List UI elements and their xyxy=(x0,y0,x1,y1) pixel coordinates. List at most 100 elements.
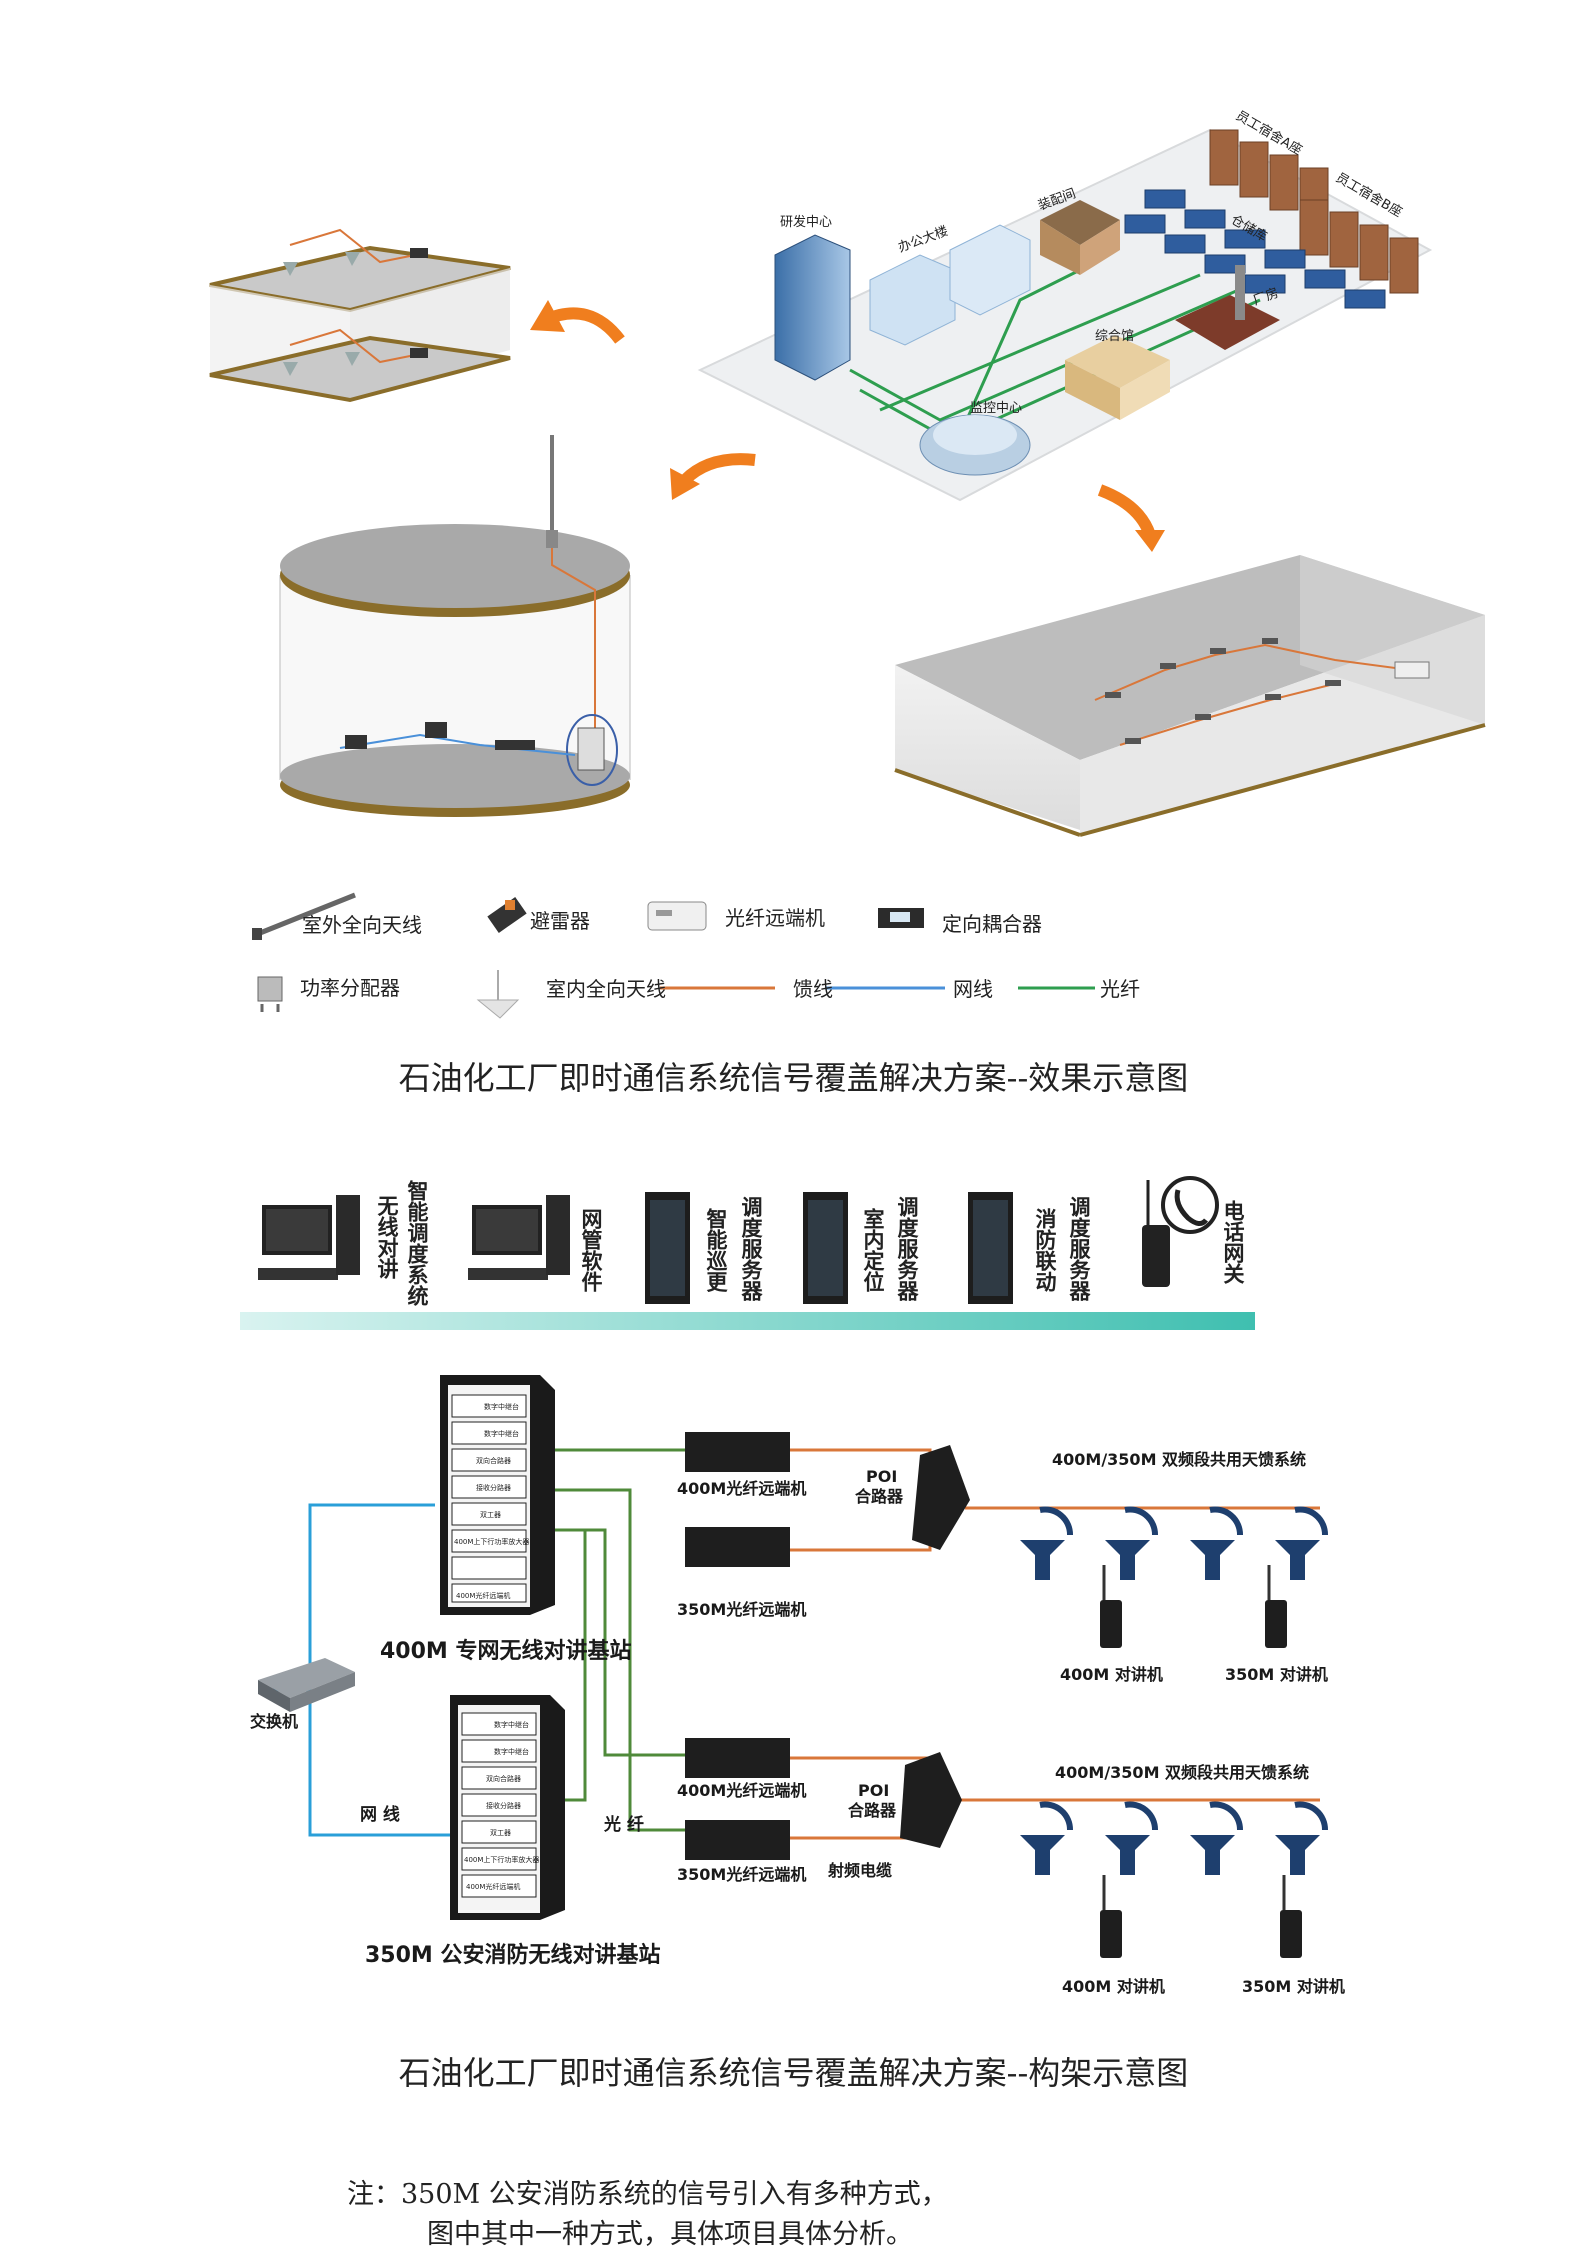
remote-400-label-a: 400M光纤远端机 xyxy=(677,1479,806,1498)
legend-lightning-arrester: 避雷器 xyxy=(530,909,590,933)
net-line-label: 网 线 xyxy=(360,1804,400,1825)
legend-indoor-antenna: 室内全向天线 xyxy=(546,977,666,1001)
effect-caption: 石油化工厂即时通信系统信号覆盖解决方案--效果示意图 xyxy=(398,1059,1189,1097)
tank-cylinder xyxy=(279,435,631,817)
fiber-line-label: 光 纤 xyxy=(603,1814,644,1835)
legend-fiber-remote: 光纤远端机 xyxy=(725,906,825,930)
lightning-arrester-icon xyxy=(487,897,527,933)
architecture-diagram: 400M 专网无线对讲基站 350M 公安消防无线对讲基站 交换机 网 线 光 … xyxy=(240,1176,1345,1996)
label-rd-center: 研发中心 xyxy=(780,214,832,230)
rack-label: 400M光纤远端机 xyxy=(466,1882,520,1891)
rack-label: 接收分路器 xyxy=(486,1801,521,1810)
arrow-to-warehouse xyxy=(1097,484,1156,538)
base-station-350-cabinet xyxy=(450,1695,565,1920)
radio-icon xyxy=(1100,1875,1122,1958)
computer-icon xyxy=(258,1195,360,1280)
radio-400-label-a: 400M 对讲机 xyxy=(1060,1665,1163,1684)
note-line-2: 图中其中一种方式，具体项目具体分析。 xyxy=(427,2219,913,2250)
vlabel-dispatch-server-3: 调度服务器 xyxy=(1067,1196,1091,1301)
rack-label: 双工器 xyxy=(490,1829,511,1837)
vlabel-dispatch-server-1: 调度服务器 xyxy=(739,1196,763,1301)
legend-network-cable: 网线 xyxy=(953,977,993,1001)
antenna-icon xyxy=(1275,1506,1329,1580)
dual-band-label-b: 400M/350M 双频段共用天馈系统 xyxy=(1055,1763,1309,1782)
radio-400-label-b: 400M 对讲机 xyxy=(1062,1977,1165,1996)
server-icon xyxy=(645,1192,690,1304)
rack-label: 400M上下行功率放大器 xyxy=(464,1855,539,1864)
top-systems xyxy=(258,1176,1219,1304)
fiber-remote-icon xyxy=(647,901,707,931)
rack-label: 数字中继台 xyxy=(494,1720,529,1729)
radio-350-label-a: 350M 对讲机 xyxy=(1225,1665,1328,1684)
rack-label: 双向合路器 xyxy=(486,1774,521,1783)
antenna-icon xyxy=(1190,1506,1244,1580)
directional-coupler-icon xyxy=(878,908,924,928)
handheld-radios xyxy=(1100,1565,1302,1958)
arch-caption: 石油化工厂即时通信系统信号覆盖解决方案--构架示意图 xyxy=(398,2054,1189,2092)
remote-400-label-b: 400M光纤远端机 xyxy=(677,1781,806,1800)
rack-label: 数字中继台 xyxy=(494,1747,529,1756)
remote-350-label-a: 350M光纤远端机 xyxy=(677,1600,806,1619)
vlabel-wireless-intercom: 无线对讲 xyxy=(375,1195,399,1279)
label-complex-hall: 综合馆 xyxy=(1095,329,1134,344)
switch-icon xyxy=(258,1658,355,1712)
rack-label: 双向合路器 xyxy=(476,1456,511,1465)
rack-label: 接收分路器 xyxy=(476,1483,511,1492)
legend-feeder: 馈线 xyxy=(793,977,833,1001)
rack-label: 400M上下行功率放大器 xyxy=(454,1537,529,1546)
warehouse-box xyxy=(894,555,1486,837)
computer-icon xyxy=(468,1195,570,1280)
base-station-400-cabinet xyxy=(440,1375,555,1615)
legend-power-splitter: 功率分配器 xyxy=(300,976,400,1000)
legend-fiber: 光纤 xyxy=(1100,977,1140,1001)
poi-combiners xyxy=(900,1445,970,1848)
antenna-icon xyxy=(1275,1801,1329,1875)
note-line-1: 注：350M 公安消防系统的信号引入有多种方式， xyxy=(347,2179,948,2210)
rf-cable-label: 射频电缆 xyxy=(827,1861,892,1880)
radio-350-label-b: 350M 对讲机 xyxy=(1242,1977,1345,1996)
rack-label: 400M光纤远端机 xyxy=(456,1591,510,1600)
campus-map xyxy=(697,128,1433,502)
vlabel-indoor-positioning: 室内定位 xyxy=(861,1208,885,1292)
phone-icon xyxy=(1142,1176,1219,1287)
antenna-icon xyxy=(1105,1801,1159,1875)
power-splitter-icon xyxy=(257,976,283,1012)
combiner-label-a: 合路器 xyxy=(855,1487,904,1506)
antennas xyxy=(1020,1506,1329,1875)
radio-icon xyxy=(1280,1875,1302,1958)
rack-label: 数字中继台 xyxy=(484,1429,519,1438)
system-bus-bar xyxy=(240,1312,1255,1330)
dual-band-label-a: 400M/350M 双频段共用天馈系统 xyxy=(1052,1450,1306,1469)
two-floor-building xyxy=(209,228,511,403)
vlabel-network-mgmt: 网管软件 xyxy=(579,1208,603,1292)
switch-label: 交换机 xyxy=(250,1712,298,1731)
radio-icon xyxy=(1100,1565,1122,1648)
vlabel-dispatch-server-2: 调度服务器 xyxy=(895,1196,919,1301)
rack-label: 双工器 xyxy=(480,1511,501,1519)
outdoor-antenna-icon xyxy=(252,892,356,940)
label-office: 办公大楼 xyxy=(896,224,950,256)
combiner-label-b: 合路器 xyxy=(848,1801,897,1820)
remote-units xyxy=(685,1432,790,1860)
remote-350-label-b: 350M光纤远端机 xyxy=(677,1865,806,1884)
vlabel-fire-linkage: 消防联动 xyxy=(1033,1208,1057,1292)
legend xyxy=(252,892,1095,1019)
arrow-to-tank xyxy=(680,453,756,485)
antenna-icon xyxy=(1190,1801,1244,1875)
poi-label-b: POI xyxy=(858,1781,889,1800)
vlabel-smart-patrol: 智能巡更 xyxy=(704,1208,728,1292)
poi-label-a: POI xyxy=(866,1467,897,1486)
indoor-antenna-icon xyxy=(476,970,520,1019)
antenna-icon xyxy=(1020,1801,1074,1875)
effect-diagram: 研发中心 办公大楼 装配间 员工宿舍A座 员工宿舍B座 仓储库 厂房 综合馆 监… xyxy=(209,108,1486,1019)
antenna-icon xyxy=(1105,1506,1159,1580)
vlabel-phone-gateway: 电话网关 xyxy=(1221,1200,1245,1284)
server-icon xyxy=(803,1192,848,1304)
vlabel-dispatch-system: 智能调度系统 xyxy=(405,1180,429,1306)
label-monitor-center: 监控中心 xyxy=(970,401,1022,416)
legend-directional-coupler: 定向耦合器 xyxy=(942,912,1042,936)
base-350-label: 350M 公安消防无线对讲基站 xyxy=(365,1942,660,1968)
radio-icon xyxy=(1265,1565,1287,1648)
legend-outdoor-antenna: 室外全向天线 xyxy=(302,913,422,937)
antenna-icon xyxy=(1020,1506,1074,1580)
